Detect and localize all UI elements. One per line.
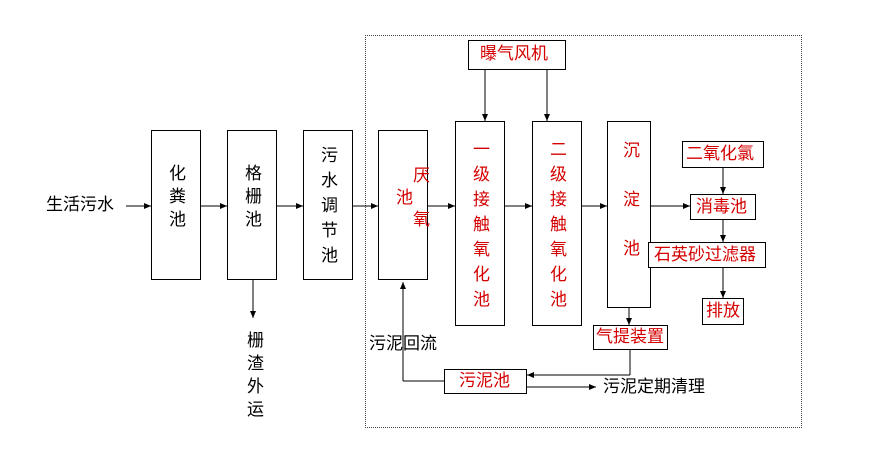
- discharge-label: 排放: [706, 301, 740, 321]
- blower-label: 曝气风机: [480, 44, 548, 64]
- chlorine-dioxide-box: [682, 141, 764, 168]
- contact-oxidation-1-box: [455, 121, 505, 326]
- septic-tank-label: 化粪池: [165, 163, 185, 233]
- screen-tank-box: [227, 130, 277, 280]
- sand-filter-label: 石英砂过滤器: [654, 245, 756, 265]
- screenings-label: 栅渣外运: [243, 331, 263, 423]
- chlorine-dioxide-label: 二氧化氯: [686, 144, 754, 164]
- sludge-tank-box: [444, 369, 527, 394]
- sand-filter-box: [648, 242, 766, 268]
- sludge-clean-label: 污泥定期清理: [603, 377, 705, 397]
- equalization-tank-label: 污水调节池: [317, 145, 337, 271]
- disinfection-tank-box: [690, 194, 756, 220]
- raw-sewage-label: 生活污水: [46, 195, 114, 215]
- anaerobic-tank-box: [378, 130, 428, 280]
- contact-oxidation-1-label: 一级接触氧化池: [469, 140, 489, 315]
- septic-tank-box: [151, 130, 201, 280]
- sediment-tank-label: 沉淀池: [619, 140, 639, 288]
- air-lift-box: [593, 325, 668, 350]
- air-lift-label: 气提装置: [596, 327, 664, 347]
- screen-tank-label: 格栅池: [241, 163, 261, 233]
- sludge-tank-label: 污泥池: [459, 371, 510, 391]
- treatment-boundary: [365, 35, 802, 428]
- blower-box: [468, 40, 566, 70]
- discharge-box: [702, 298, 744, 325]
- disinfection-tank-label: 消毒池: [696, 197, 747, 217]
- anaerobic-tank-label: 厌氧池: [392, 166, 429, 254]
- sediment-tank-box: [607, 121, 651, 308]
- contact-oxidation-2-label: 二级接触氧化池: [546, 140, 566, 315]
- equalization-tank-box: [303, 130, 353, 280]
- contact-oxidation-2-box: [532, 121, 582, 326]
- sludge-return-label: 污泥回流: [369, 334, 437, 354]
